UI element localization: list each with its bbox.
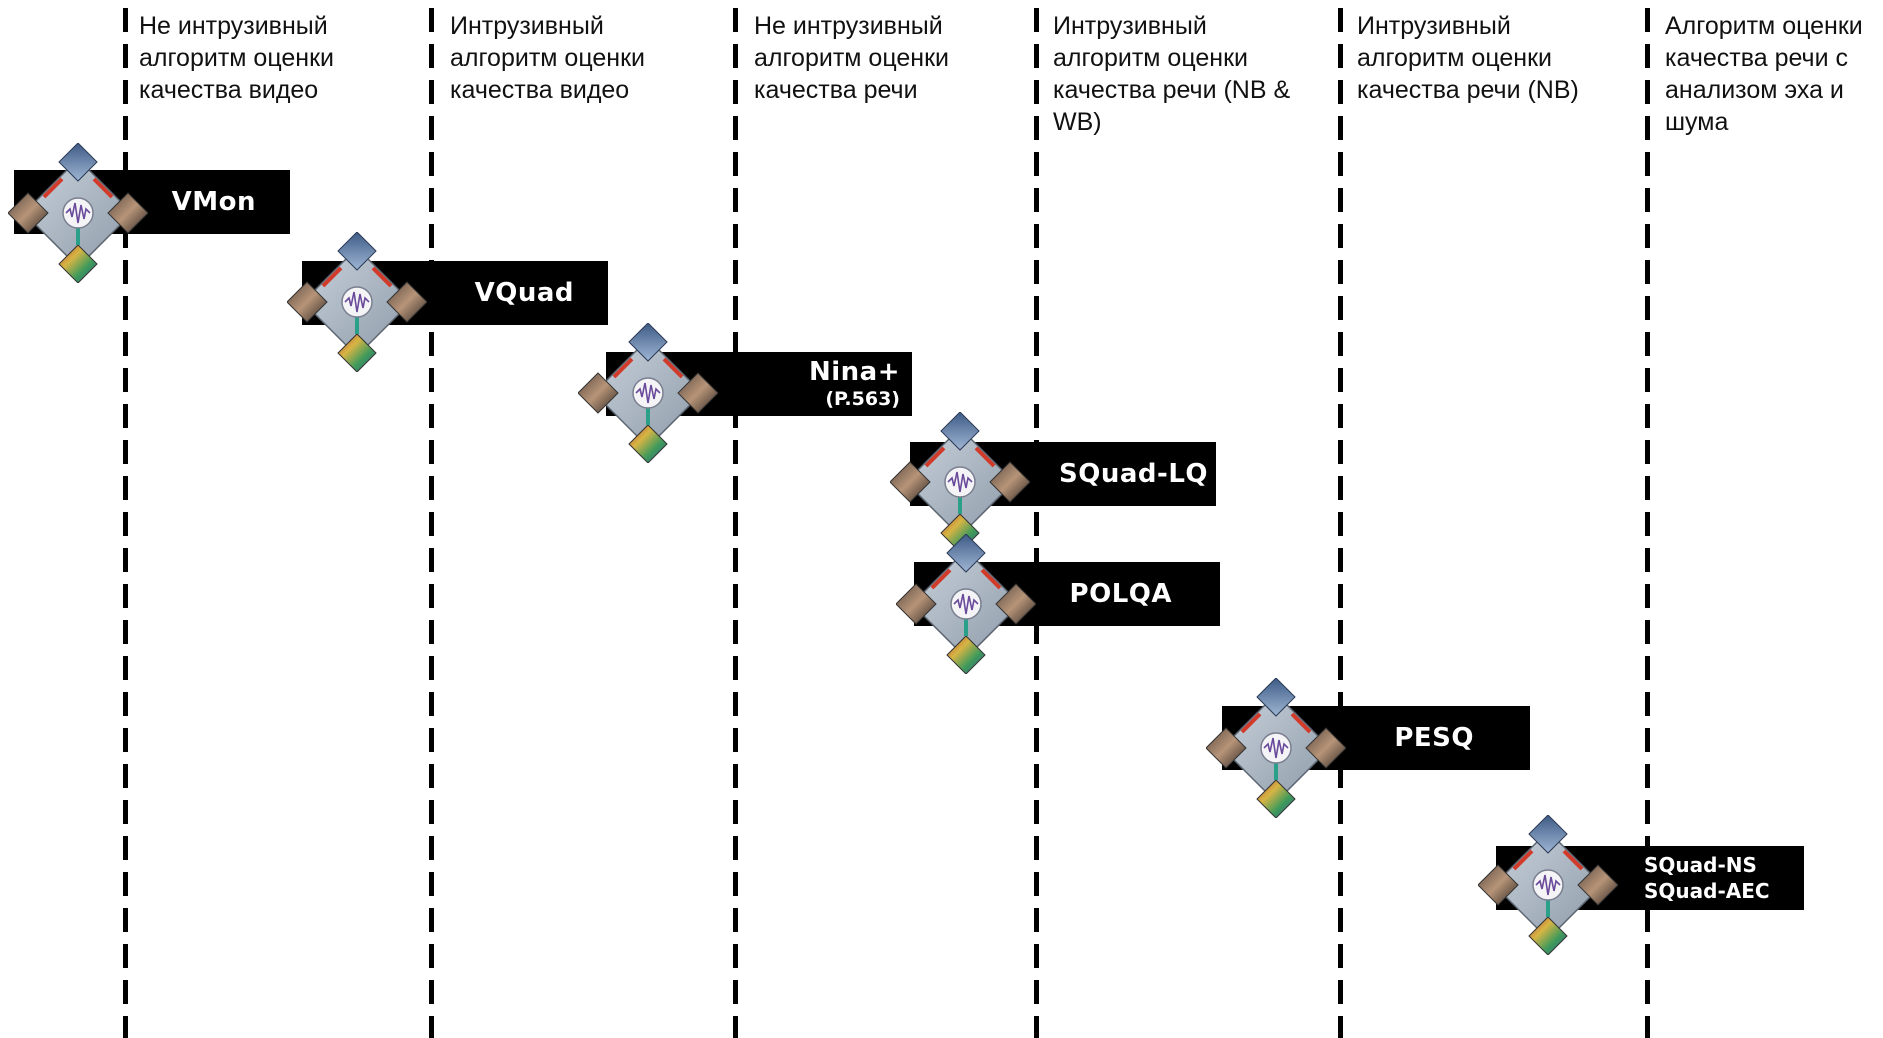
product-name: VQuad [474,278,574,308]
header-line: Интрузивный [1053,12,1207,40]
header-line: шума [1665,108,1729,136]
quality-analysis-icon [8,143,148,283]
product-name: SQuad-NS [1644,853,1757,877]
badge-label: VMon [172,170,256,234]
column-header-1: Не интрузивный алгоритм оценки качества … [139,10,334,106]
product-name: Nina+ [808,357,900,387]
header-line: Алгоритм оценки [1665,12,1863,40]
quality-analysis-icon [890,412,1030,552]
header-line: Интрузивный [1357,12,1511,40]
header-line: качества речи [754,76,918,104]
header-line: алгоритм оценки [450,44,645,72]
column-divider-3 [733,8,738,1038]
column-divider-1 [123,8,128,1038]
header-line: качества речи (NB & [1053,76,1291,104]
column-header-3: Не интрузивный алгоритм оценки качества … [754,10,949,106]
quality-analysis-icon [1206,678,1346,818]
header-line: алгоритм оценки [1053,44,1248,72]
header-line: алгоритм оценки [139,44,334,72]
header-line: алгоритм оценки [1357,44,1552,72]
column-divider-4 [1034,8,1039,1038]
column-header-5: Интрузивный алгоритм оценки качества реч… [1357,10,1579,106]
badge-label: VQuad [475,261,574,325]
quality-analysis-icon [578,323,718,463]
product-name: VMon [171,187,256,217]
product-subtitle: (P.563) [825,388,900,410]
product-name: POLQA [1069,579,1172,609]
column-header-4: Интрузивный алгоритм оценки качества реч… [1053,10,1290,138]
quality-analysis-icon [287,232,427,372]
header-line: Не интрузивный [754,12,943,40]
product-name: SQuad-LQ [1059,459,1208,489]
header-line: качества речи с [1665,44,1848,72]
badge-label: PESQ [1394,706,1474,770]
header-line: WB) [1053,108,1102,136]
header-line: анализом эха и [1665,76,1844,104]
header-line: качества видео [139,76,319,104]
badge-label: POLQA [1070,562,1172,626]
column-header-2: Интрузивный алгоритм оценки качества вид… [450,10,645,106]
header-line: Не интрузивный [139,12,328,40]
column-divider-5 [1338,8,1343,1038]
header-line: алгоритм оценки [754,44,949,72]
badge-label: SQuad-NS SQuad-AEC [1644,846,1770,910]
header-line: качества видео [450,76,630,104]
quality-analysis-icon [896,534,1036,674]
column-divider-2 [429,8,434,1038]
column-header-6: Алгоритм оценки качества речи с анализом… [1665,10,1863,138]
header-line: Интрузивный [450,12,604,40]
header-line: качества речи (NB) [1357,76,1579,104]
badge-label: SQuad-LQ [1059,442,1208,506]
product-name: PESQ [1394,723,1474,753]
quality-analysis-icon [1478,815,1618,955]
badge-label: Nina+ (P.563) [809,352,900,416]
product-name: SQuad-AEC [1644,879,1770,903]
column-divider-6 [1645,8,1650,1038]
